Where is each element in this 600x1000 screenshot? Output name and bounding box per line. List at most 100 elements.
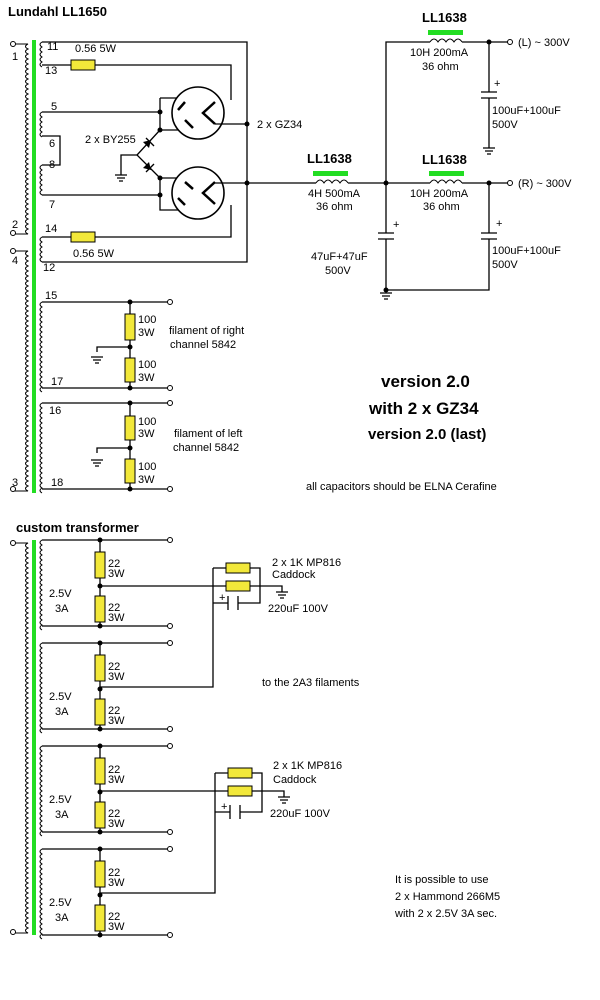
bias-upper-cap-polarity: + [219,592,225,604]
diode-label: 2 x BY255 [85,134,136,146]
capacitor-left [481,42,497,155]
output-terminal-left [507,39,513,45]
resistor-value: 22 [108,705,120,717]
fil-right-r2-power: 3W [138,372,155,384]
choke-main-model: LL1638 [307,151,352,166]
bias-upper-res-label2: Caddock [272,569,316,581]
hammond-note-1: It is possible to use [395,874,489,886]
pin-3-label: 3 [12,477,18,489]
resistor-power: 3W [108,612,125,624]
pin-11-label: 11 [47,41,58,53]
winding-current-label: 3A [55,912,69,924]
resistor-0.56-bottom [70,231,96,243]
fil-left-label2: channel 5842 [173,442,239,454]
winding-current-label: 3A [55,603,69,615]
pin-2-label: 2 [12,219,18,231]
filament-left-circuit [42,400,173,492]
cap-main-voltage: 500V [325,265,351,277]
output-left-label: (L) ~ 300V [518,37,570,49]
choke-left-model: LL1638 [422,10,467,25]
junction [244,121,250,127]
choke-left-spec2: 36 ohm [422,61,459,73]
resistor-value: 22 [108,764,120,776]
resistor-value: 22 [108,867,120,879]
pin-4-label: 4 [12,255,18,267]
bias-network-upper [100,562,288,688]
primary-terminal-4 [10,248,16,254]
wire [348,41,430,184]
wire [462,41,508,184]
winding-voltage-label: 2.5V [49,897,72,909]
primary-winding-upper [13,43,30,235]
bias-lower-cap-label: 220uF 100V [270,808,331,820]
winding-voltage-label: 2.5V [49,588,72,600]
choke-left-spec1: 10H 200mA [410,47,469,59]
bias-network-lower [100,767,290,894]
hammond-note-2: 2 x Hammond 266M5 [395,891,500,903]
fil-right-label1: filament of right [169,325,244,337]
resistor-value: 22 [108,558,120,570]
hammond-note-3: with 2 x 2.5V 3A sec. [394,908,497,920]
heater-loop-wire [42,41,248,263]
resistor-power: 3W [108,818,125,830]
rectifier-label: 2 x GZ34 [257,119,302,131]
custom-primary-terminal-bottom [10,929,16,935]
choke-right-spec2: 36 ohm [423,201,460,213]
output-terminal-right [507,180,513,186]
heater-top-wire [42,64,232,100]
pin-15-label: 15 [45,290,57,302]
filament-right-circuit [42,299,173,391]
hv-winding-8-7 [39,164,43,196]
winding-voltage-label: 2.5V [49,691,72,703]
fil-right-r2-value: 100 [138,359,156,371]
cap-left-polarity: + [494,78,500,90]
fil-left-r1-value: 100 [138,416,156,428]
resistor-bottom-label: 0.56 5W [73,248,115,260]
bias-lower-cap-polarity: + [221,801,227,813]
resistor-value: 22 [108,911,120,923]
fil-left-label1: filament of left [174,428,242,440]
transformer-core-bottom [32,540,36,935]
rectifier-tube-upper [157,86,247,140]
output-right-label: (R) ~ 300V [518,178,572,190]
version-line3: version 2.0 (last) [368,426,486,443]
pin-17-label: 17 [51,376,63,388]
primary-winding-lower [13,250,30,492]
pin-1-label: 1 [12,51,18,63]
choke-main-spec1: 4H 500mA [308,188,361,200]
resistor-power: 3W [108,715,125,727]
pin-13-label: 13 [45,65,57,77]
pin-5-label: 5 [51,101,57,113]
capacitor-right [386,183,497,291]
bias-upper-res-label1: 2 x 1K MP816 [272,557,341,569]
heater-bottom-wire [42,205,232,238]
capacitor-main [378,183,394,300]
bias-upper-cap-label: 220uF 100V [268,603,329,615]
pin-6-label: 6 [49,138,55,150]
cap-main-value: 47uF+47uF [311,251,368,263]
cap-left-voltage: 500V [492,119,518,131]
primary-terminal-3 [10,486,16,492]
custom-primary-winding [13,542,30,934]
resistor-0.56-top [70,59,96,71]
winding-current-label: 3A [55,706,69,718]
choke-main-spec2: 36 ohm [316,201,353,213]
cap-right-value: 100uF+100uF [492,245,561,257]
cap-main-polarity: + [393,219,399,231]
resistor-power: 3W [108,568,125,580]
resistor-power: 3W [108,671,125,683]
filament-winding-16-18 [39,402,43,494]
pin-14-label: 14 [45,223,57,235]
fil-left-r2-power: 3W [138,474,155,486]
to-2a3-label: to the 2A3 filaments [262,677,360,689]
bias-lower-res-label1: 2 x 1K MP816 [273,760,342,772]
pin-12-label: 12 [43,262,55,274]
capacitor-note: all capacitors should be ELNA Cerafine [306,481,497,493]
fil-right-r1-value: 100 [138,314,156,326]
resistor-value: 22 [108,602,120,614]
fil-right-r1-power: 3W [138,327,155,339]
